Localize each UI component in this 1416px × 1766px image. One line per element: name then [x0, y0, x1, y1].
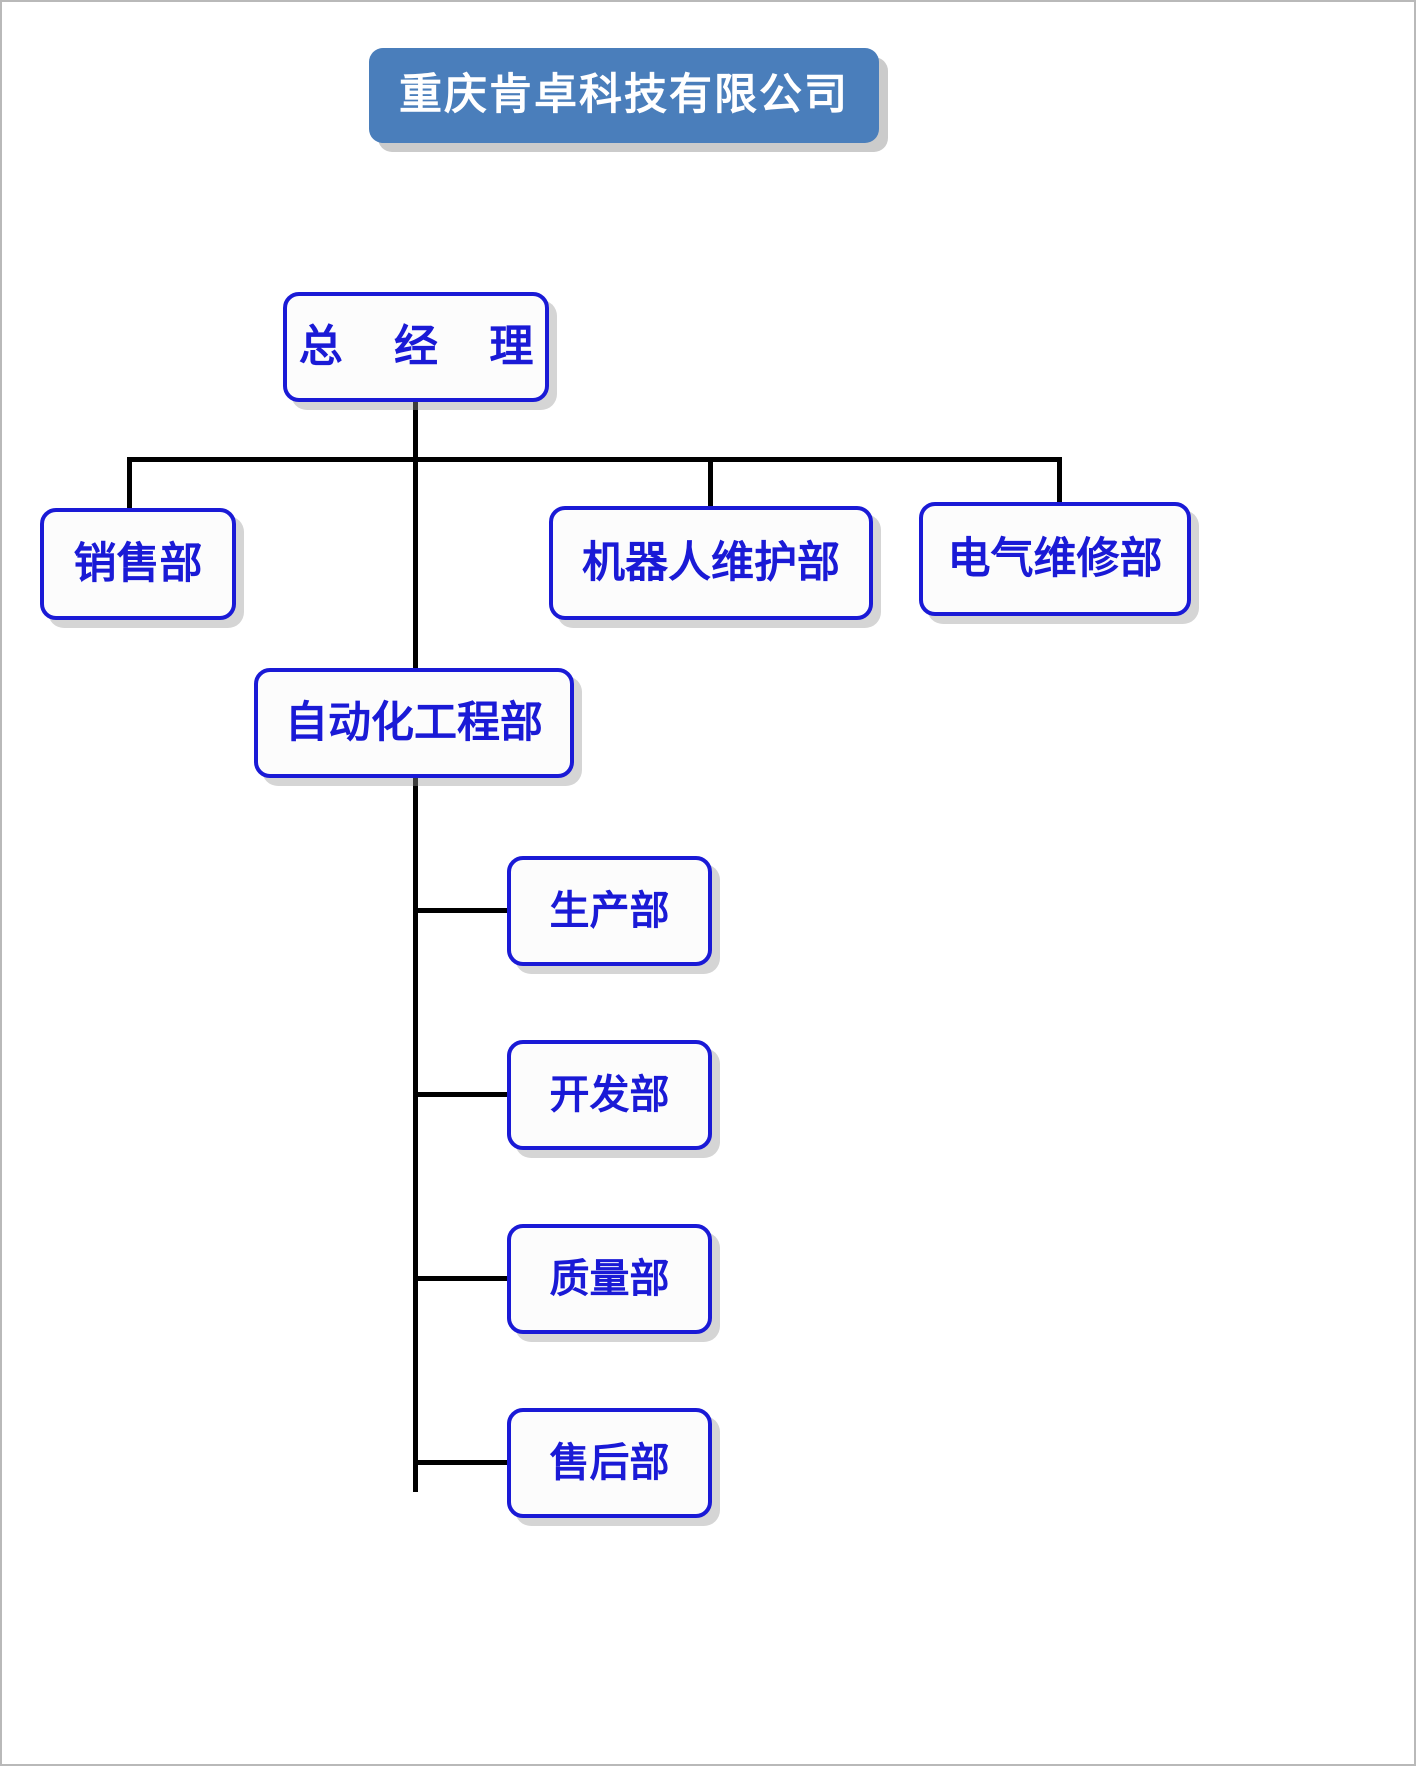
node-quality-department-label: 质量部	[549, 1256, 670, 1302]
connector-branch-aftersale	[416, 1460, 509, 1465]
node-electrical-repair-department[interactable]: 电气维修部	[919, 502, 1191, 616]
node-automation-engineering-department[interactable]: 自动化工程部	[254, 668, 574, 778]
company-title-banner: 重庆肯卓科技有限公司	[369, 48, 879, 143]
company-title-text: 重庆肯卓科技有限公司	[399, 70, 849, 120]
node-general-manager-label: 总 经 理	[298, 321, 552, 372]
node-robot-maintenance-department-label: 机器人维护部	[582, 537, 840, 588]
node-sales-department-label: 销售部	[73, 538, 203, 589]
connector-branch-quality	[416, 1276, 509, 1281]
node-development-department[interactable]: 开发部	[507, 1040, 712, 1150]
node-development-department-label: 开发部	[549, 1072, 670, 1118]
connector-branch-production	[416, 908, 509, 913]
node-production-department[interactable]: 生产部	[507, 856, 712, 966]
node-aftersales-department[interactable]: 售后部	[507, 1408, 712, 1518]
connector-drop-sales	[127, 457, 132, 510]
node-robot-maintenance-department[interactable]: 机器人维护部	[549, 506, 873, 620]
connector-trunk-main	[413, 400, 418, 1492]
connector-drop-robot	[708, 457, 713, 508]
node-general-manager[interactable]: 总 经 理	[283, 292, 549, 402]
node-quality-department[interactable]: 质量部	[507, 1224, 712, 1334]
connector-drop-electric	[1057, 457, 1062, 504]
connector-bus-top	[127, 457, 1062, 462]
node-production-department-label: 生产部	[549, 888, 670, 934]
node-sales-department[interactable]: 销售部	[40, 508, 236, 620]
node-aftersales-department-label: 售后部	[549, 1440, 670, 1486]
node-electrical-repair-department-label: 电气维修部	[947, 533, 1163, 584]
connector-branch-develop	[416, 1092, 509, 1097]
node-automation-engineering-department-label: 自动化工程部	[285, 697, 543, 748]
